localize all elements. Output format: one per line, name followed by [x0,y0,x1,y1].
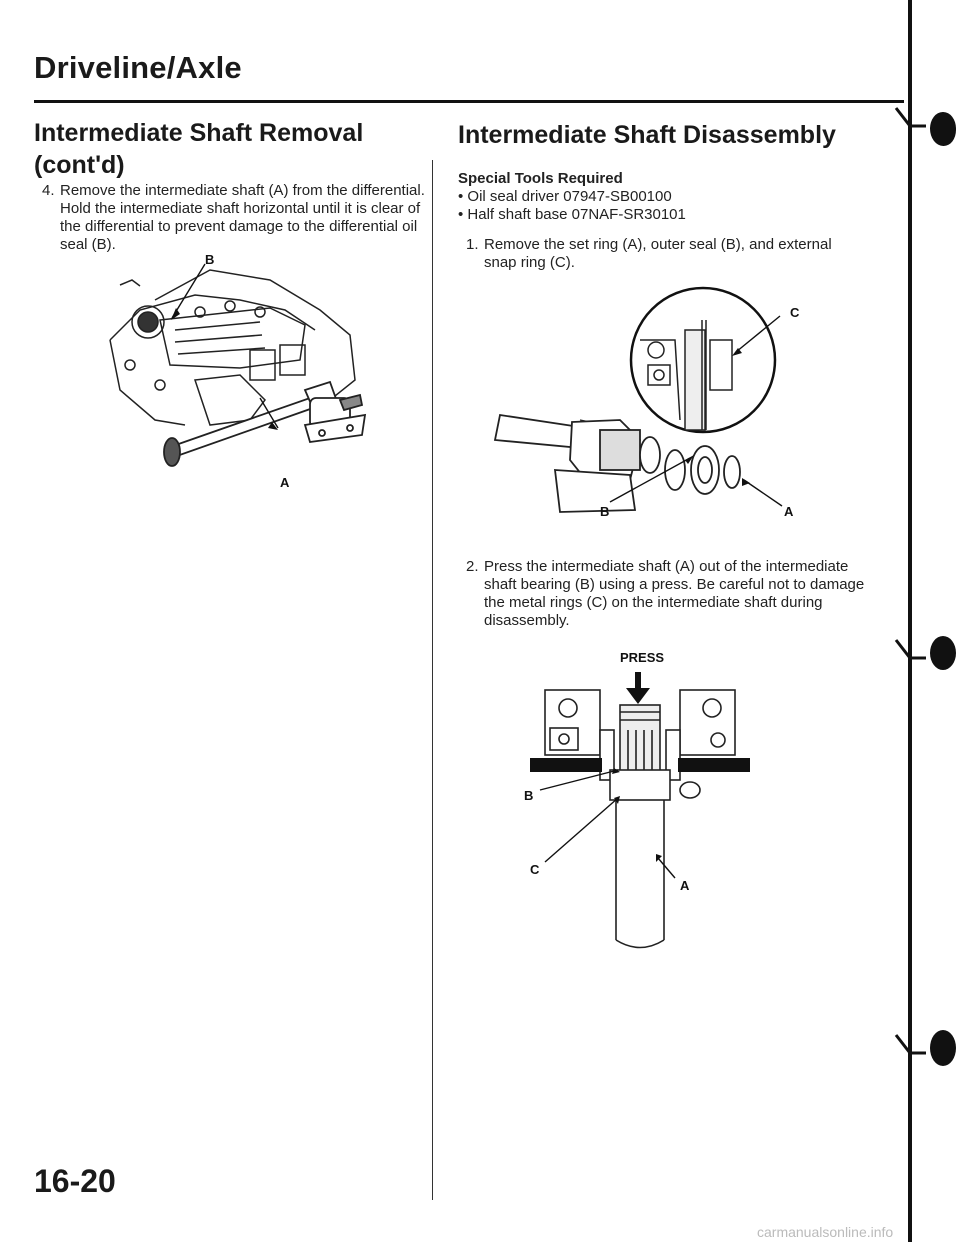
figure1-label-a: A [784,504,794,519]
figure-label-a: A [280,475,290,490]
step-1-text: Remove the set ring (A), outer seal (B),… [484,236,832,271]
column-divider [432,160,433,1200]
watermark: carmanualsonline.info [757,1224,894,1240]
step-2-text: Press the intermediate shaft (A) out of … [484,558,865,629]
step-4-number: 4. [42,182,55,199]
figure-label-b: B [205,252,215,267]
margin-dot-3 [930,1030,956,1066]
figure1-label-c: C [790,305,800,320]
margin-tab-2 [894,639,926,662]
figure2-label-a: A [680,878,690,893]
tool-half-shaft-base: • Half shaft base 07NAF-SR30101 [458,206,686,223]
figure-set-ring-removal: C B A [480,280,850,530]
figure2-label-c: C [530,862,540,877]
figure2-label-press: PRESS [620,650,665,665]
step-1-number: 1. [466,236,479,253]
page-number: 16-20 [34,1163,116,1199]
figure-press-shaft: PRESS B C A [490,650,790,970]
step-2: 2. Press the intermediate shaft (A) out … [466,558,869,630]
margin-tab-3 [894,1034,926,1057]
figure-shaft-removal: B A [100,250,400,500]
left-heading-line1: Intermediate Shaft Removal [34,119,364,147]
figure1-label-b: B [600,504,610,519]
step-1: 1. Remove the set ring (A), outer seal (… [466,236,864,272]
figure2-label-b: B [524,788,534,803]
margin-tab-1 [894,107,926,130]
section-title: Driveline/Axle [34,50,242,85]
step-4-text: Remove the intermediate shaft (A) from t… [60,182,425,253]
tool-oil-seal-driver: • Oil seal driver 07947-SB00100 [458,188,672,205]
margin-dot-1 [930,112,956,146]
step-4: 4. Remove the intermediate shaft (A) fro… [42,182,440,254]
step-2-number: 2. [466,558,479,575]
right-heading: Intermediate Shaft Disassembly [458,121,836,149]
margin-dot-2 [930,636,956,670]
left-heading-line2: (cont'd) [34,151,125,179]
header-rule [34,100,904,103]
special-tools-heading: Special Tools Required [458,170,623,187]
right-margin-bar [908,0,912,1242]
